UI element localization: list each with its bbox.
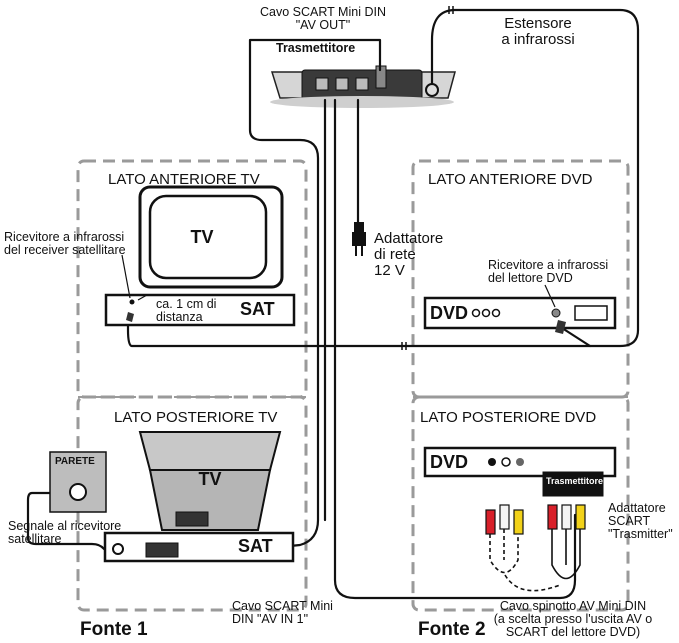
rca-dashed-link [504, 574, 561, 592]
sat-back-box [103, 531, 295, 563]
label-transmitter: Trasmettitore [276, 41, 356, 55]
sat-pointer [137, 294, 148, 301]
sat-front-box [104, 293, 296, 327]
label-wall: PARETE [55, 456, 95, 467]
title-back-dvd: LATO POSTERIORE DVD [420, 409, 597, 426]
rca-red-left [485, 509, 496, 535]
label-power-adapter: Adattatore di rete 12 V [374, 230, 444, 279]
transmitter-shadow [270, 96, 454, 108]
transmitter-port-1 [315, 77, 329, 91]
rca-yellow-right [575, 504, 586, 530]
label-sat-signal: Segnale al ricevitore satellitare [8, 519, 122, 547]
rca-plugs [485, 504, 586, 535]
label-sat-ir-receiver: Ricevitore a infrarossi del receiver sat… [4, 230, 126, 258]
frame-back-dvd [411, 395, 630, 612]
scart-adapter-body [542, 471, 604, 497]
ir-emitter-dvd [555, 320, 566, 334]
sat-ir-sensor [129, 299, 135, 305]
rca-white-right [561, 504, 572, 530]
wall-socket [49, 451, 107, 513]
sat-leader [121, 254, 131, 299]
dvd-back-jack-3 [516, 458, 524, 466]
title-front-tv: LATO ANTERIORE TV [108, 171, 260, 188]
transmitter-port-2 [335, 77, 349, 91]
label-av-out-cable: Cavo SCART Mini DIN "AV OUT" [260, 5, 386, 33]
power-adapter [352, 222, 366, 256]
dvd-pointer [544, 284, 556, 308]
label-ir-extender: Estensore a infrarossi [501, 15, 575, 48]
break-top-left [448, 6, 454, 14]
cable-av-out [148, 38, 382, 562]
label-source-1: Fonte 1 [80, 619, 148, 640]
text-sat-front: SAT [240, 299, 275, 319]
tv-scart-plug [175, 511, 209, 527]
dvd-btn-1 [471, 308, 481, 318]
frame-front-dvd [411, 159, 630, 399]
back-tv [103, 431, 295, 563]
text-sat-back: SAT [238, 536, 273, 556]
label-source-2: Fonte 2 [418, 619, 486, 640]
text-dvd-front: DVD [430, 303, 469, 323]
label-scart-adapter: Adattatore SCART "Trasmitter" [608, 501, 673, 542]
wall-coax [69, 483, 87, 501]
wall-plate [49, 451, 107, 513]
ir-extender-jack [425, 83, 439, 97]
text-tv-front: TV [190, 227, 214, 247]
title-front-dvd: LATO ANTERIORE DVD [428, 171, 593, 188]
rca-wires-right [551, 529, 581, 580]
label-av-cable: Cavo spinotto AV Mini DIN (a scelta pres… [493, 599, 653, 640]
transmitter-port-3 [355, 77, 369, 91]
label-transmitter-small: Trasmettitore [546, 476, 604, 486]
rca-yellow-left [513, 509, 524, 535]
rca-white-left [499, 504, 510, 530]
dvd-btn-3 [491, 308, 501, 318]
transmitter-unit [270, 65, 456, 108]
dvd-tray [574, 305, 608, 321]
tv-front-screen [148, 194, 268, 280]
text-tv-back: TV [198, 469, 222, 489]
cables [26, 8, 640, 600]
label-av-in-cable: Cavo SCART Mini DIN "AV IN 1" [232, 599, 333, 627]
rca-red-right [547, 504, 558, 530]
front-dvd [423, 284, 617, 334]
adapter-prongs [355, 246, 363, 256]
cable-av-in [333, 98, 577, 600]
sat-scart-plug [145, 542, 179, 558]
ir-emitter-sat [126, 312, 134, 322]
rca-wires-left [489, 529, 519, 574]
break-middle [401, 342, 407, 350]
sat-coax-input [112, 543, 124, 555]
cable-ir-dvd [560, 326, 592, 348]
adapter-plug [352, 232, 366, 246]
title-back-tv: LATO POSTERIORE TV [114, 409, 278, 426]
dvd-ir-sensor [551, 308, 561, 318]
text-dvd-back: DVD [430, 452, 469, 472]
tv-back-top [138, 431, 282, 471]
cable-coax [26, 491, 106, 551]
dvd-back-jack-2 [501, 457, 511, 467]
label-distance: ca. 1 cm di distanza [156, 297, 217, 325]
dvd-btn-2 [481, 308, 491, 318]
cable-breaks [401, 6, 454, 350]
dvd-back-jack-1 [488, 458, 496, 466]
cable-ir-extender [126, 8, 640, 348]
adapter-head [354, 222, 364, 232]
label-dvd-ir-receiver: Ricevitore a infrarossi del lettore DVD [488, 258, 609, 286]
back-dvd [423, 446, 617, 497]
rca-wires [489, 529, 581, 592]
front-tv [104, 185, 296, 327]
